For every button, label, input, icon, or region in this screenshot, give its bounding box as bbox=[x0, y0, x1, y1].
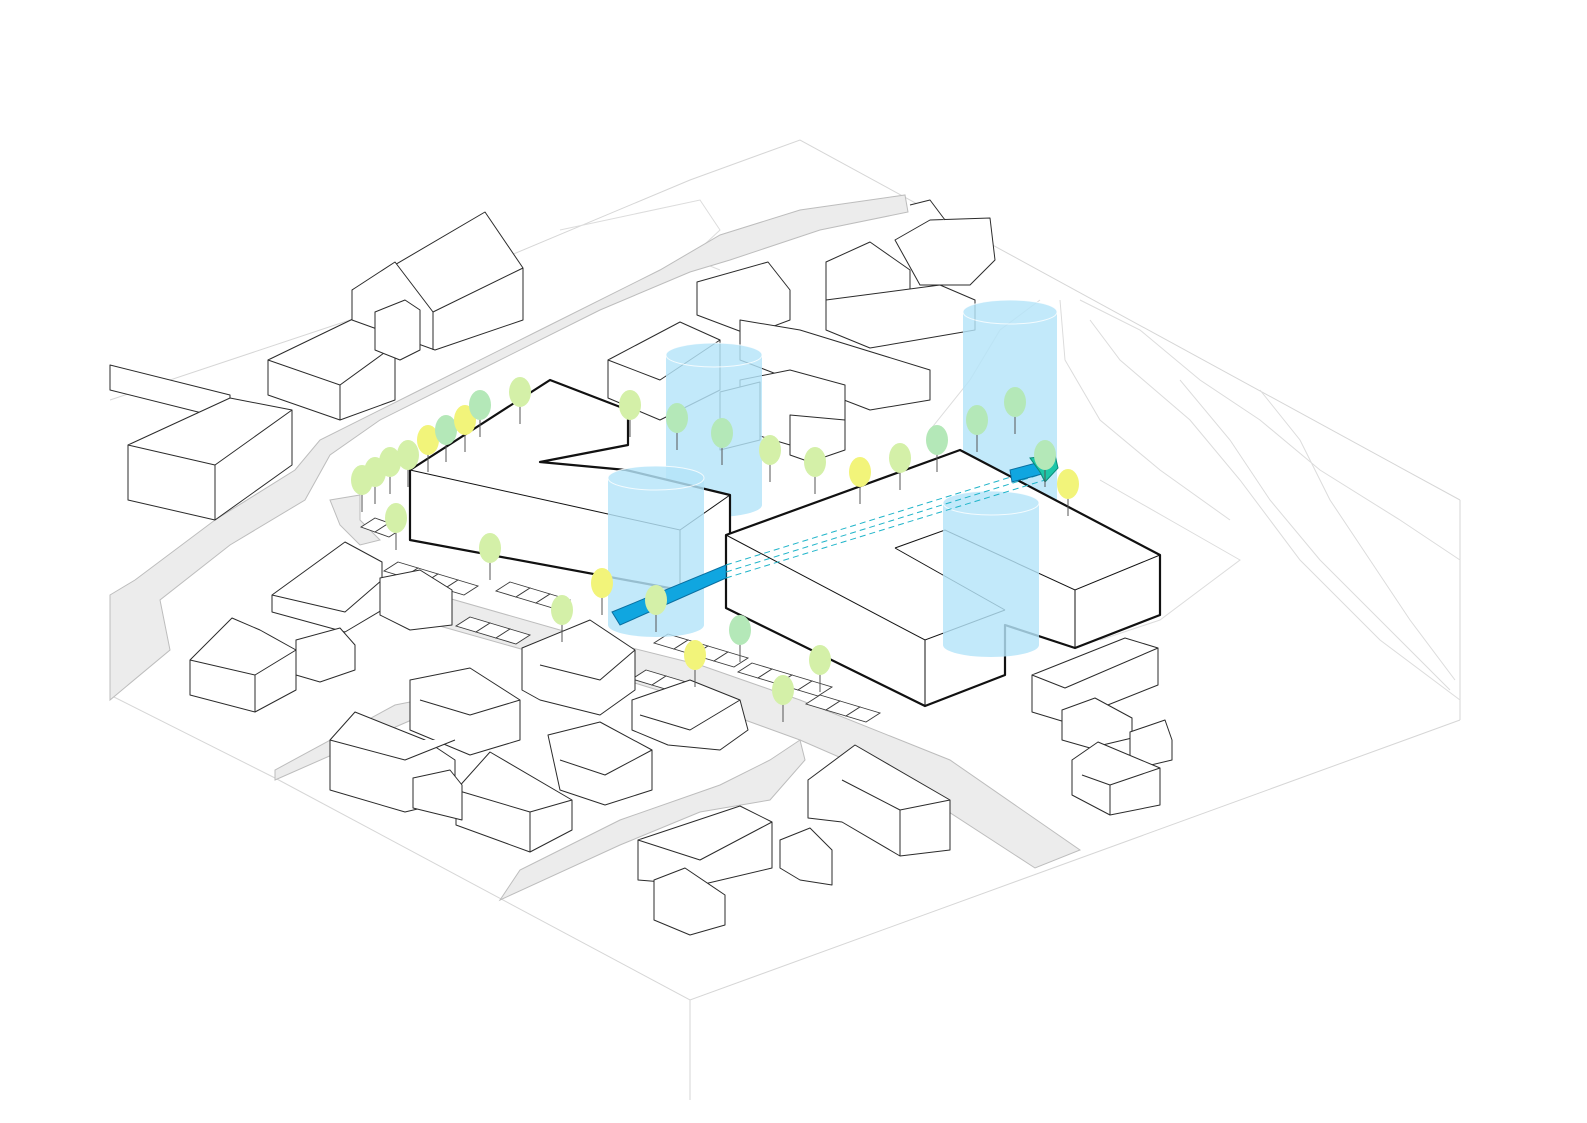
tree bbox=[1004, 387, 1026, 434]
tree bbox=[379, 447, 401, 494]
connection-arrow bbox=[611, 454, 1059, 626]
tree bbox=[469, 390, 491, 437]
tree bbox=[772, 675, 794, 722]
tree bbox=[849, 457, 871, 504]
tree bbox=[385, 503, 407, 550]
tree bbox=[397, 440, 419, 487]
tree bbox=[711, 418, 733, 465]
cross-road bbox=[498, 739, 806, 902]
tree bbox=[591, 568, 613, 615]
connector-road bbox=[329, 494, 381, 546]
parking-stall bbox=[844, 706, 882, 723]
tree bbox=[479, 533, 501, 580]
houses-foreground bbox=[189, 541, 1173, 936]
tree bbox=[684, 640, 706, 687]
tree bbox=[966, 405, 988, 452]
tree bbox=[666, 403, 688, 450]
tree bbox=[889, 443, 911, 490]
parking-stall bbox=[494, 628, 532, 645]
tree bbox=[619, 390, 641, 437]
tree bbox=[435, 415, 457, 462]
tree bbox=[759, 435, 781, 482]
cylinder-lower-right bbox=[943, 491, 1039, 657]
tree bbox=[729, 615, 751, 662]
tree bbox=[809, 645, 831, 692]
tree bbox=[417, 425, 439, 472]
tree bbox=[551, 595, 573, 642]
tree bbox=[804, 447, 826, 494]
upper-road bbox=[109, 194, 909, 702]
tree bbox=[645, 585, 667, 632]
site-ground bbox=[109, 139, 1461, 1100]
parking-stalls bbox=[359, 517, 882, 723]
tree bbox=[1034, 440, 1056, 487]
tree bbox=[1057, 469, 1079, 516]
tree bbox=[509, 377, 531, 424]
tree bbox=[926, 425, 948, 472]
trees bbox=[351, 377, 1079, 722]
